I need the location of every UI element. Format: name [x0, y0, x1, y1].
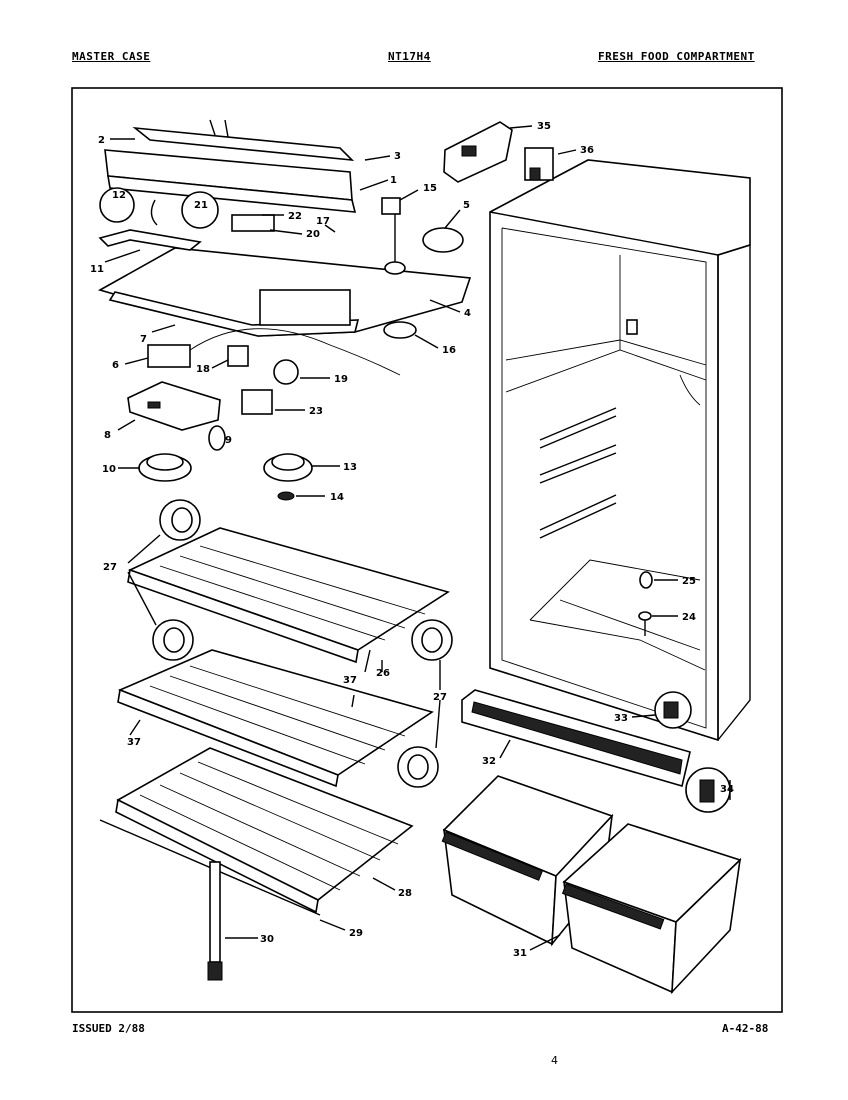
callout-33: 33: [614, 713, 628, 724]
callout-7: 7: [140, 334, 147, 345]
bushing-14: [277, 491, 295, 501]
callout-29: 29: [349, 928, 363, 939]
callout-28: 28: [398, 888, 412, 899]
callout-23: 23: [309, 406, 323, 417]
socket-36: [524, 147, 554, 181]
socket-18: [227, 345, 249, 367]
grille-32: [461, 689, 691, 788]
callout-numbers: 2 3 1 15 35 36 5 12 21 22 17 20 11 4 16 …: [90, 121, 734, 959]
clip-25: [639, 571, 653, 589]
callout-20: 20: [306, 229, 320, 240]
screw-24: [638, 611, 652, 621]
detail-circle-12: [99, 187, 135, 223]
callout-13: 13: [343, 462, 357, 473]
clip-20: [231, 214, 275, 232]
callout-2: 2: [98, 135, 105, 146]
callout-8: 8: [104, 430, 111, 441]
callout-1: 1: [390, 175, 397, 186]
callout-26: 26: [376, 668, 390, 679]
thermostat-6: [147, 328, 401, 376]
callout-18: 18: [196, 364, 210, 375]
callout-27-right: 27: [433, 692, 447, 703]
callout-27-left: 27: [103, 562, 117, 573]
callout-17: 17: [316, 216, 330, 227]
callout-9: 9: [225, 435, 232, 446]
control-housing: [97, 197, 472, 337]
callout-5: 5: [463, 200, 470, 211]
callout-3: 3: [394, 151, 401, 162]
callout-34: 34: [720, 784, 734, 795]
diagram-frame: [71, 87, 783, 1013]
callout-22: 22: [288, 211, 302, 222]
shield-11: [98, 229, 202, 251]
callout-15: 15: [423, 183, 437, 194]
callout-4: 4: [464, 308, 471, 319]
callout-14: 14: [330, 492, 344, 503]
page-mark: 4: [551, 1054, 558, 1067]
bulb-19: [273, 359, 299, 385]
shelf-upper: [127, 527, 450, 664]
callout-35: 35: [537, 121, 551, 132]
leader-lines: [104, 125, 731, 951]
header-master-case: MASTER CASE: [72, 50, 151, 63]
shelf-middle: [117, 649, 434, 788]
callout-31: 31: [513, 948, 527, 959]
detail-circle-21: [181, 191, 219, 229]
callout-37-lower: 37: [127, 737, 141, 748]
callout-21: 21: [194, 200, 208, 211]
callout-36: 36: [580, 145, 594, 156]
header-model-number: NT17H4: [388, 50, 431, 63]
callout-16: 16: [442, 345, 456, 356]
callout-19: 19: [334, 374, 348, 385]
crisper-right: [561, 823, 742, 995]
knob-5: [422, 227, 464, 253]
callout-30: 30: [260, 934, 274, 945]
callout-11: 11: [90, 264, 104, 275]
cabinet-liner: [489, 159, 751, 742]
callout-37-upper: 37: [343, 675, 357, 686]
light-shield-assembly: [104, 119, 357, 213]
header-section-title: FRESH FOOD COMPARTMENT: [598, 50, 755, 63]
callout-12: 12: [112, 190, 126, 201]
footer-reference: A-42-88: [722, 1022, 769, 1035]
bracket-35: [443, 121, 513, 183]
callout-32: 32: [482, 756, 496, 767]
shelf-glass-28: [115, 747, 414, 914]
callout-10: 10: [102, 464, 116, 475]
switch-23: [241, 389, 273, 415]
shaft-30: [207, 861, 223, 981]
callout-24: 24: [682, 612, 696, 623]
lens-16: [383, 321, 417, 339]
screw-9: [208, 425, 226, 451]
footer-issued-date: ISSUED 2/88: [72, 1022, 145, 1035]
callout-6: 6: [112, 360, 119, 371]
callout-25: 25: [682, 576, 696, 587]
bracket-8: [127, 381, 221, 431]
